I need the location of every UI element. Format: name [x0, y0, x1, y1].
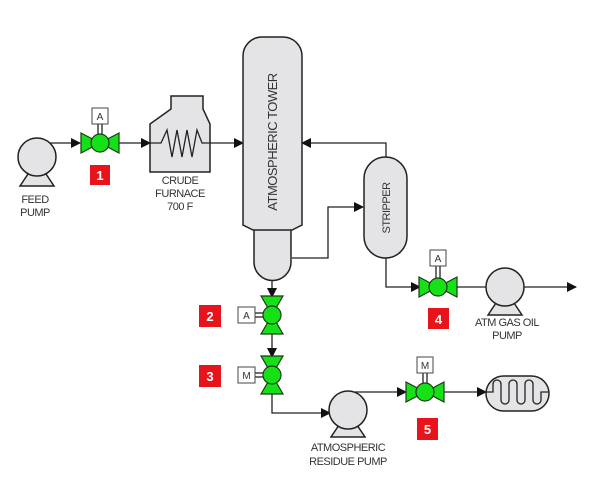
feed-pump[interactable]: FEED PUMP [17, 137, 57, 219]
valve-1-badge [90, 165, 110, 185]
valve-3-ball [262, 365, 282, 385]
stripper-label: STRIPPER [381, 182, 393, 234]
tower-boot [253, 224, 292, 282]
pipe-stripper-to-valve4 [385, 258, 421, 292]
pump-body [485, 267, 525, 307]
valve-3-mode: M [242, 371, 250, 382]
valve-3-mode-box[interactable] [237, 366, 256, 384]
valve-3[interactable]: M 3 [199, 355, 285, 395]
valve-5-badge-number: 5 [424, 422, 431, 437]
gas-oil-pump-label-1: ATM GAS OIL [475, 317, 539, 329]
tower-body [242, 36, 303, 231]
valve-2-mode: A [243, 311, 250, 322]
atmospheric-residue-pump[interactable]: ATMOSPHERIC RESIDUE PUMP [309, 390, 388, 468]
residue-pump-label-2: RESIDUE PUMP [309, 456, 387, 468]
pipe-stripper-return [301, 138, 387, 157]
furnace-label-1: CRUDE [162, 175, 199, 187]
furnace-label-3: 700 F [167, 201, 193, 213]
pump-body [17, 137, 57, 177]
exchanger-coil [486, 379, 549, 405]
valve-2[interactable]: A 2 [199, 295, 285, 335]
residue-pump-label-1: ATMOSPHERIC [311, 442, 386, 454]
valve-4[interactable]: A 4 [418, 249, 458, 329]
crude-furnace[interactable]: CRUDE FURNACE 700 F [149, 95, 211, 213]
stripper-body [363, 156, 408, 259]
heat-exchanger[interactable] [485, 375, 550, 412]
furnace-body [149, 95, 211, 173]
valve-5-ball [415, 382, 435, 402]
valve-4-ball [428, 277, 448, 297]
valve-5-badge [417, 418, 438, 440]
furnace-coil [150, 127, 210, 158]
valve-4-badge-number: 4 [435, 312, 443, 327]
pipes [50, 138, 577, 418]
valve-2-badge [199, 305, 221, 327]
pump-body [328, 390, 368, 430]
valve-5-mode: M [421, 361, 429, 372]
valve-1-badge-number: 1 [96, 168, 103, 183]
pipe-tower-to-stripper [292, 202, 364, 259]
tower-label: ATMOSPHERIC TOWER [265, 73, 280, 211]
valve-3-badge-number: 3 [206, 369, 213, 384]
valve-4-mode-box[interactable] [429, 249, 447, 267]
feed-pump-label-2: PUMP [20, 207, 50, 219]
feed-pump-label-1: FEED [21, 194, 49, 206]
valve-2-mode-box[interactable] [237, 306, 256, 324]
valve-1[interactable]: A 1 [80, 107, 120, 185]
pipe-valve3-to-pump [271, 393, 331, 418]
valve-3-badge [199, 365, 221, 387]
atmospheric-tower[interactable]: ATMOSPHERIC TOWER [242, 36, 303, 282]
valve-5[interactable]: M 5 [405, 356, 445, 440]
gas-oil-pump-label-2: PUMP [492, 330, 522, 342]
valve-5-mode-box[interactable] [416, 356, 434, 374]
valve-2-badge-number: 2 [206, 309, 213, 324]
stripper[interactable]: STRIPPER [363, 156, 408, 259]
furnace-label-2: FURNACE [155, 188, 205, 200]
valve-4-mode: A [435, 254, 442, 265]
valve-1-mode: A [97, 112, 104, 123]
atm-gas-oil-pump[interactable]: ATM GAS OIL PUMP [475, 267, 540, 342]
valve-1-ball [90, 133, 110, 153]
valve-1-mode-box[interactable] [91, 107, 109, 125]
valve-4-badge [428, 308, 449, 329]
valve-2-ball [262, 305, 282, 325]
